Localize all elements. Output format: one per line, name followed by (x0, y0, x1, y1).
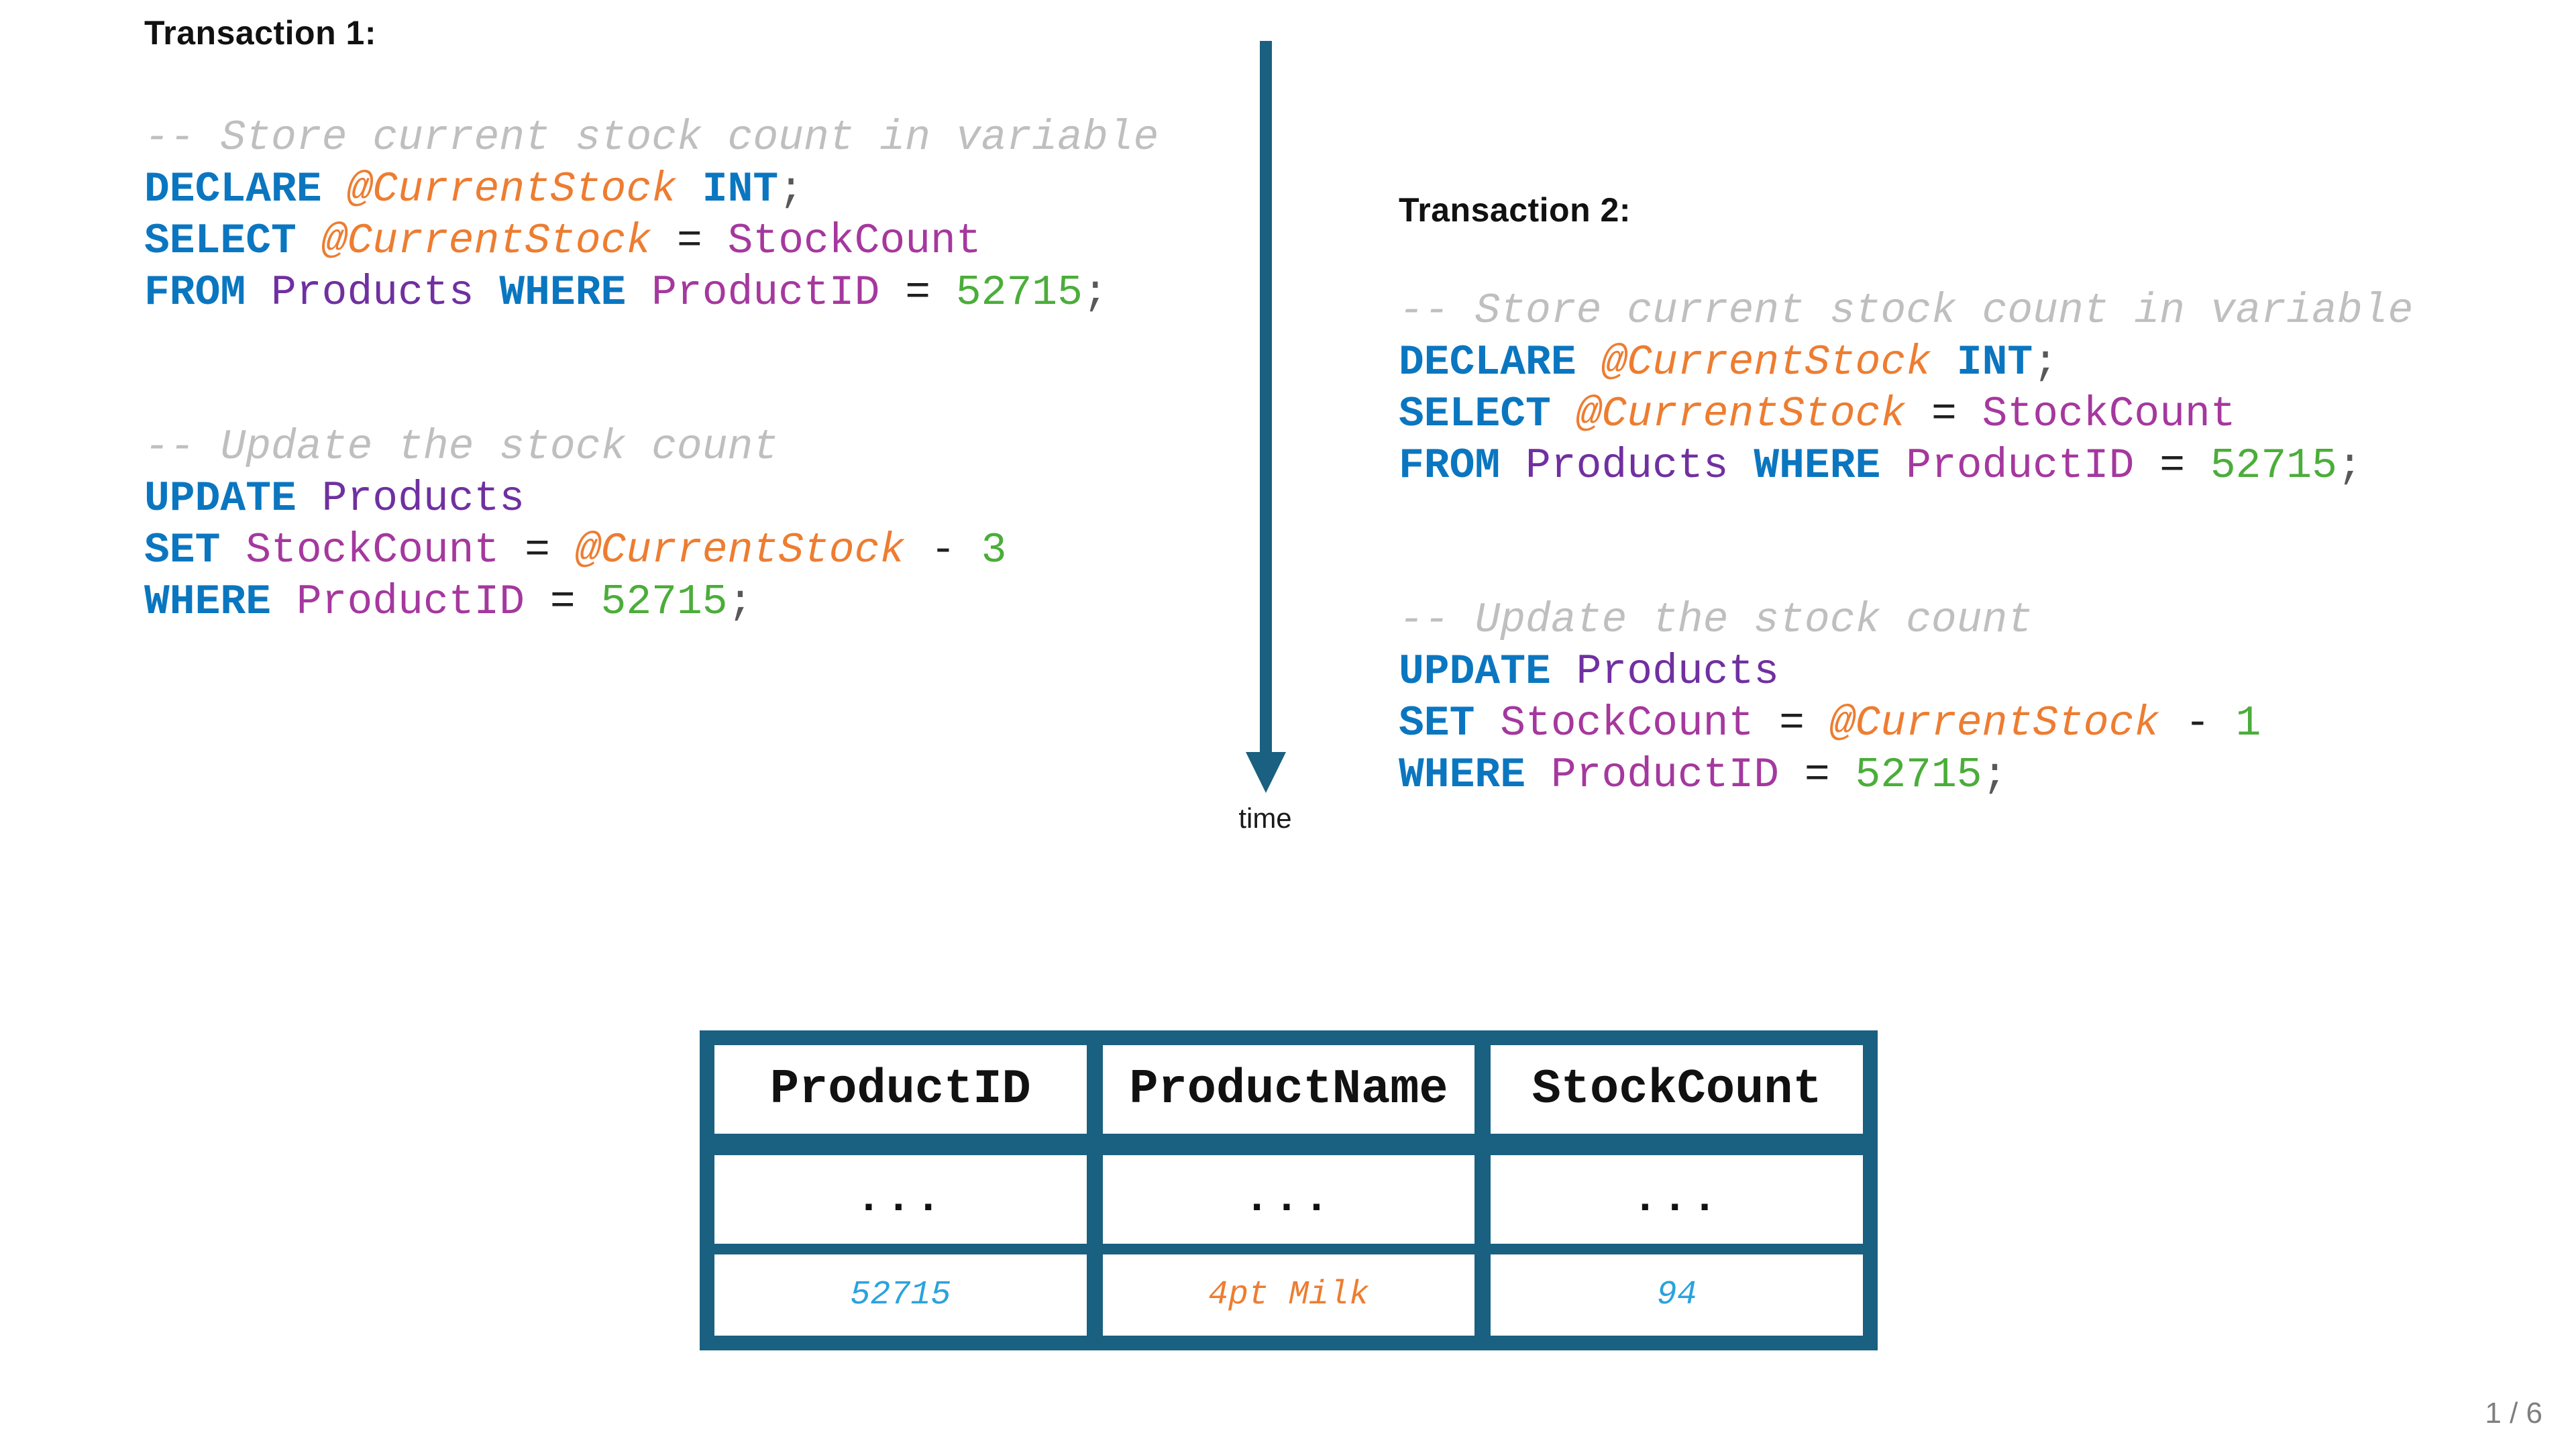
table-header-productid: ProductID (714, 1045, 1087, 1134)
transaction-2-title: Transaction 2: (1399, 191, 1631, 229)
table-cell-ellipsis: ... (1491, 1155, 1864, 1244)
page-indicator: 1 / 6 (2485, 1397, 2542, 1430)
table-header-productname: ProductName (1102, 1045, 1475, 1134)
table-cell-ellipsis: ... (1102, 1155, 1475, 1244)
time-axis-label: time (1238, 802, 1292, 834)
table-ellipsis-row: ... ... ... (714, 1155, 1864, 1244)
transaction-1-code-select: -- Store current stock count in variable… (144, 114, 1159, 317)
table-cell-productid-value: 52715 (714, 1254, 1087, 1336)
table-data-row: 52715 4pt Milk 94 (714, 1254, 1864, 1336)
transaction-1-title: Transaction 1: (144, 14, 376, 52)
table-cell-productname-value: 4pt Milk (1102, 1254, 1475, 1336)
arrow-down-icon (1246, 752, 1286, 793)
time-arrow (1246, 41, 1286, 793)
table-header-stockcount: StockCount (1491, 1045, 1864, 1134)
transaction-2-code-select: -- Store current stock count in variable… (1399, 287, 2414, 490)
time-arrow-shaft (1260, 41, 1272, 753)
products-table-header-row: ProductID ProductName StockCount (714, 1045, 1864, 1134)
table-cell-stockcount-value: 94 (1491, 1254, 1864, 1336)
products-table: ProductID ProductName StockCount ... ...… (700, 1030, 1878, 1350)
table-cell-ellipsis: ... (714, 1155, 1087, 1244)
